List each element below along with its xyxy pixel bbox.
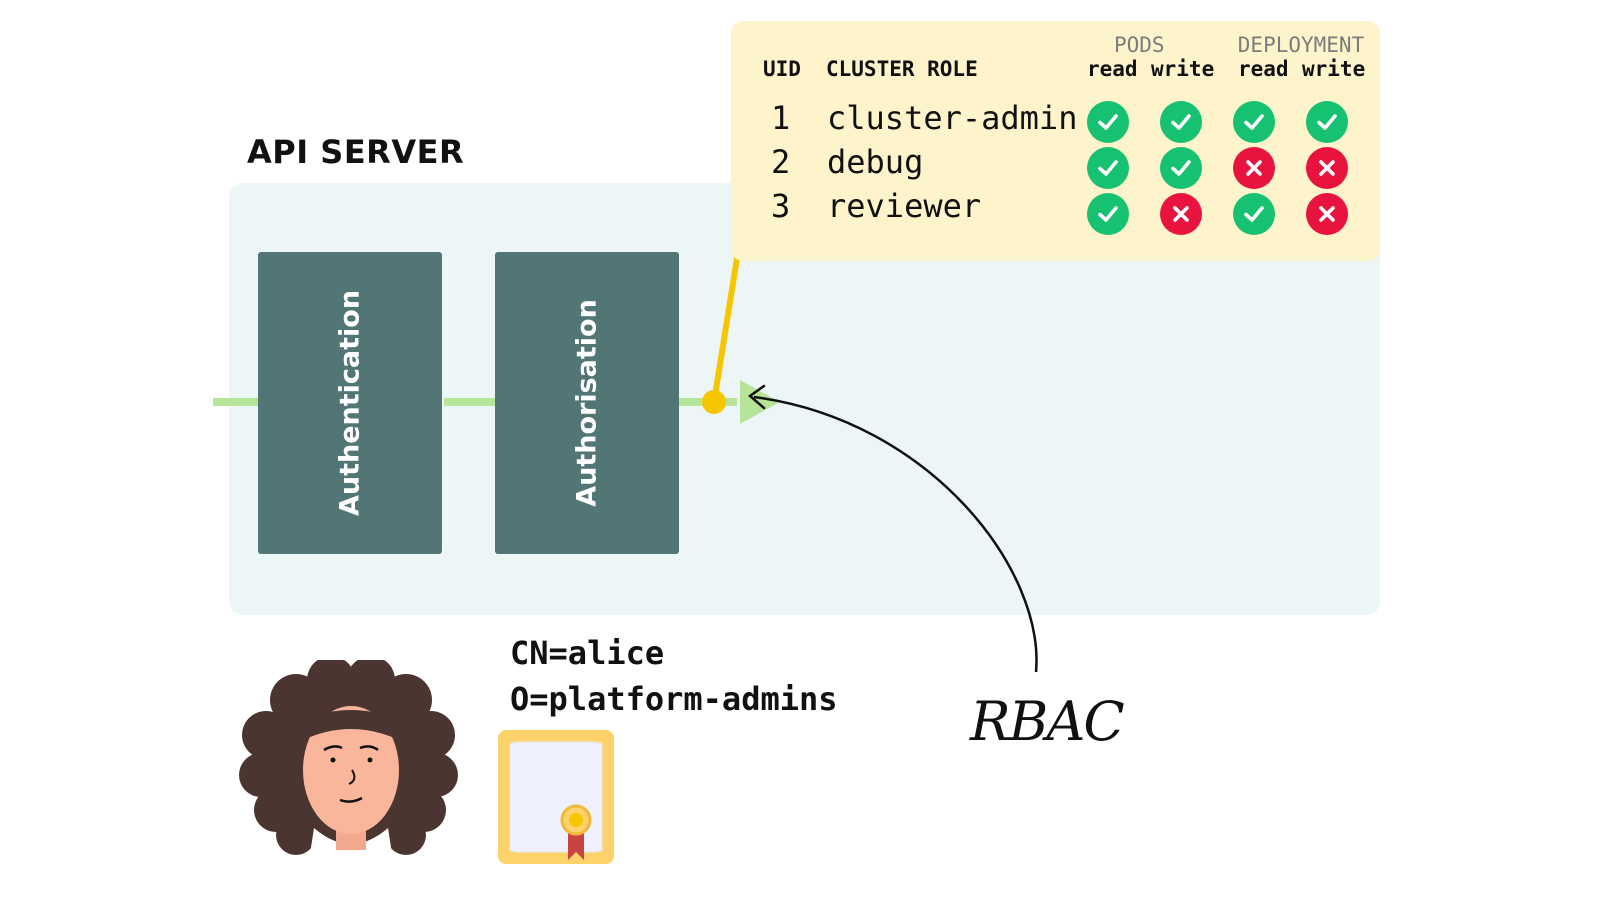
- neck-shirt: [306, 828, 396, 880]
- uid-column-header: UID: [763, 57, 801, 81]
- cert-organization: O=platform-admins: [510, 680, 838, 718]
- row-2-deployment-write-cross-icon: [1306, 147, 1348, 189]
- request-flow-line-mid: [444, 398, 496, 406]
- rbac-annotation-arrowhead: [747, 384, 766, 410]
- authorisation-stage: Authorisation: [495, 252, 679, 554]
- deployment-write-header: write: [1302, 57, 1366, 81]
- deployment-read-header: read: [1238, 57, 1289, 81]
- row-3-pods-read-check-icon: [1087, 193, 1129, 235]
- row-2-pods-read-check-icon: [1087, 147, 1129, 189]
- rbac-annotation-arrow: [753, 395, 1038, 673]
- row-3-role: reviewer: [827, 187, 982, 225]
- row-3-uid: 3: [771, 187, 791, 225]
- cert-common-name: CN=alice: [510, 634, 665, 672]
- pods-group-header: PODS: [1114, 33, 1165, 57]
- row-2-pods-write-check-icon: [1160, 147, 1202, 189]
- certificate-icon: [498, 730, 614, 864]
- row-1-uid: 1: [771, 99, 791, 137]
- row-3-deployment-write-cross-icon: [1306, 193, 1348, 235]
- cluster-role-column-header: CLUSTER ROLE: [826, 57, 978, 81]
- api-server-title: API SERVER: [247, 133, 465, 171]
- user-avatar: [239, 660, 458, 880]
- row-2-role: debug: [827, 143, 924, 181]
- rbac-annotation-label: RBAC: [970, 690, 1125, 753]
- row-3-pods-write-cross-icon: [1160, 193, 1202, 235]
- hair: [239, 660, 458, 855]
- row-1-pods-write-check-icon: [1160, 101, 1202, 143]
- rbac-table-card: UID CLUSTER ROLE PODS read write DEPLOYM…: [731, 21, 1380, 261]
- row-1-deployment-read-check-icon: [1233, 101, 1275, 143]
- face: [303, 706, 399, 834]
- pods-read-header: read: [1087, 57, 1138, 81]
- request-flow-line-in: [213, 398, 263, 406]
- row-2-deployment-read-cross-icon: [1233, 147, 1275, 189]
- rbac-connector-dot: [702, 390, 726, 414]
- row-1-pods-read-check-icon: [1087, 101, 1129, 143]
- flow-arrowhead: [740, 380, 780, 424]
- row-1-deployment-write-check-icon: [1306, 101, 1348, 143]
- row-1-role: cluster-admin: [827, 99, 1078, 137]
- pods-write-header: write: [1151, 57, 1215, 81]
- row-3-deployment-read-check-icon: [1233, 193, 1275, 235]
- rbac-connector-line: [711, 255, 740, 405]
- authentication-stage: Authentication: [258, 252, 442, 554]
- deployment-group-header: DEPLOYMENT: [1237, 33, 1365, 57]
- row-2-uid: 2: [771, 143, 791, 181]
